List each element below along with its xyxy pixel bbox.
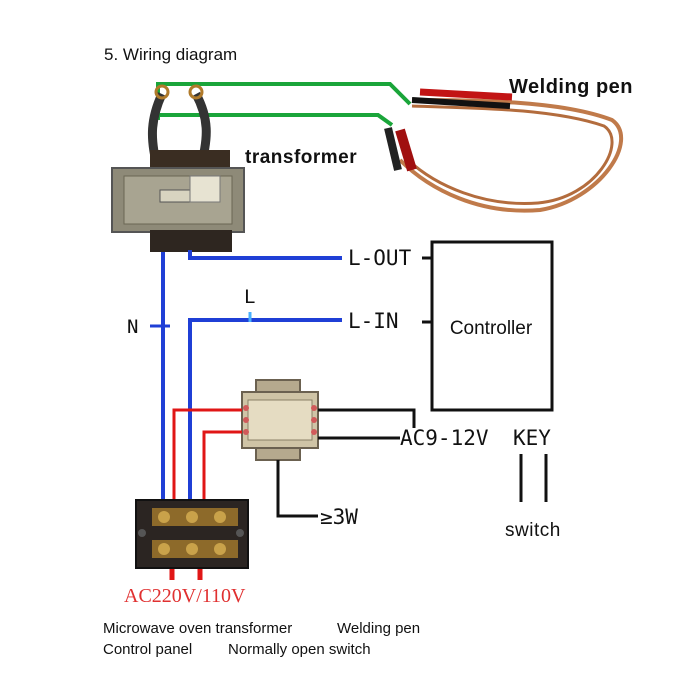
transformer-label: transformer — [245, 147, 357, 168]
legend-normally-open-switch: Normally open switch — [228, 641, 371, 658]
mains-voltage-label: AC220V/110V — [124, 585, 246, 607]
blue-wires — [150, 250, 342, 510]
legend-welding-pen: Welding pen — [337, 620, 420, 637]
n-label: N — [127, 316, 138, 338]
ac-9-12v-label: AC9-12V — [400, 426, 489, 450]
l-label: L — [244, 286, 255, 308]
black-wires — [276, 408, 416, 518]
l-in-label: L-IN — [348, 309, 399, 333]
terminal-block — [135, 499, 249, 569]
control-transformer — [241, 379, 319, 461]
switch-leads — [519, 454, 548, 502]
l-out-label: L-OUT — [348, 246, 412, 270]
welding-pen-label: Welding pen — [509, 76, 633, 98]
power-rating-label: ≥3W — [320, 505, 358, 529]
welding-pen — [384, 88, 624, 213]
key-label: KEY — [513, 426, 551, 450]
legend-microwave-transformer: Microwave oven transformer — [103, 620, 292, 637]
green-wires — [156, 82, 412, 127]
legend-control-panel: Control panel — [103, 641, 192, 658]
controller-box — [422, 240, 554, 412]
diagram-title: 5. Wiring diagram — [104, 45, 237, 64]
microwave-transformer — [111, 150, 245, 252]
controller-label: Controller — [450, 318, 533, 339]
switch-label: switch — [505, 520, 561, 541]
